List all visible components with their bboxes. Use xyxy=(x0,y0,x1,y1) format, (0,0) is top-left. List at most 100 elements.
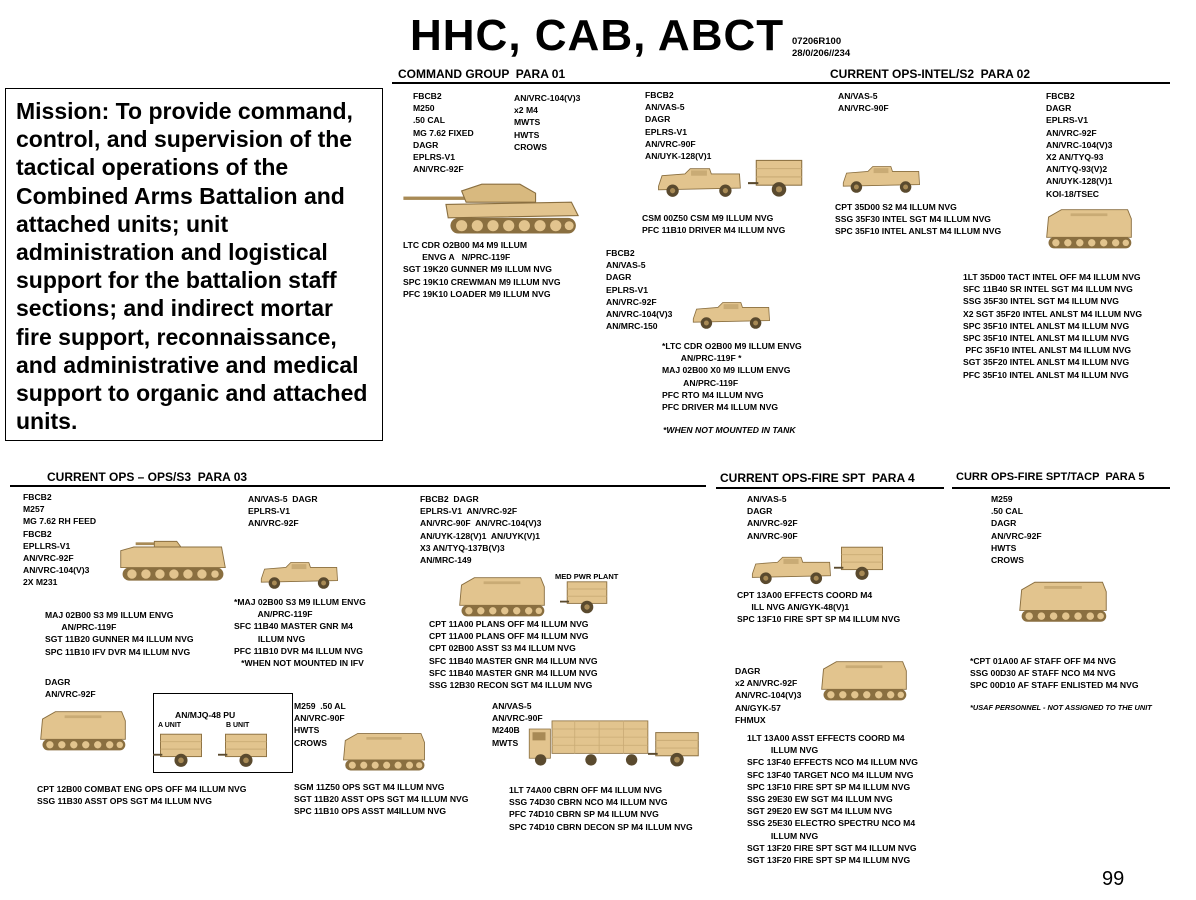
section-header-para01: COMMAND GROUP PARA 01 xyxy=(398,67,566,81)
text-line: DAGR xyxy=(735,666,761,676)
text-line: AN/VRC-92F xyxy=(991,530,1042,541)
tracked-vehicle-icon xyxy=(1043,205,1135,253)
section-header-para04: CURRENT OPS-FIRE SPT PARA 4 xyxy=(720,471,915,485)
section-header-para02: CURRENT OPS-INTEL/S2 PARA 02 xyxy=(830,67,1031,81)
generator-box xyxy=(153,693,293,773)
text-line: AN/VRC-90F xyxy=(747,530,798,541)
text-line: AN/MRC-150 xyxy=(606,321,658,332)
text-line: CSM 00Z50 CSM M9 ILLUM NVG xyxy=(642,213,774,223)
section-header-para03: CURRENT OPS – OPS/S3 PARA 03 xyxy=(47,470,248,484)
text-line: DAGR xyxy=(1046,103,1072,114)
text-line: AN/VRC-90F xyxy=(645,138,696,149)
section-divider xyxy=(716,487,944,489)
text-line: AN/PRC-119F xyxy=(662,377,739,388)
text-line: AN/VAS-5 DAGR xyxy=(248,494,318,504)
text-line: X3 AN/TYQ-137B(V)3 xyxy=(420,542,505,553)
text-line: M259 xyxy=(991,494,1013,504)
text-line: HWTS xyxy=(514,129,540,140)
text-line: SPC 35F10 INTEL ANLST M4 ILLUM NVG xyxy=(963,320,1130,331)
text-line: SFC 11B40 MASTER GNR M4 ILLUM NVG xyxy=(429,667,598,678)
text-line: SPC 74D10 CBRN DECON SP M4 ILLUM NVG xyxy=(509,821,693,832)
doc-code: 07206R100 xyxy=(792,36,842,47)
text-line: SPC 11B10 IFV DVR M4 ILLUM NVG xyxy=(45,646,191,657)
generator-trailer-icon xyxy=(560,580,614,616)
text-line: EPLLRS-V1 xyxy=(23,540,71,551)
text-line: AN/VAS-5 xyxy=(606,260,646,271)
text-line: MG 7.62 RH FEED xyxy=(23,516,97,527)
text-line: 1LT 74A00 CBRN OFF M4 ILLUM NVG xyxy=(509,785,663,795)
text-line: DAGR xyxy=(606,272,632,283)
text-line: AN/PRC-119F xyxy=(45,622,117,633)
text-line: AN/VAS-5 xyxy=(838,91,878,101)
text-line: ILLUM NVG xyxy=(747,830,819,841)
text-line: SSG 35F30 INTEL SGT M4 ILLUM NVG xyxy=(835,214,991,225)
cargo-truck-icon xyxy=(526,712,656,772)
text-line: SFC 11B40 MASTER GNR M4 xyxy=(234,621,353,632)
text-line: SSG 74D30 CBRN NCO M4 ILLUM NVG xyxy=(509,797,668,808)
text-line: SFC 11B40 SR INTEL SGT M4 ILLUM NVG xyxy=(963,284,1133,295)
humvee-icon xyxy=(655,163,743,199)
text-line: CPT 11A00 PLANS OFF M4 ILLUM NVG xyxy=(429,631,589,642)
text-line: *WHEN NOT MOUNTED IN IFV xyxy=(234,658,364,669)
text-line: AN/TYQ-93(V)2 xyxy=(1046,164,1108,175)
text-line: PFC RTO M4 ILLUM NVG xyxy=(662,389,764,400)
text-line: *MAJ 02B00 S3 M9 ILLUM ENVG xyxy=(234,597,366,607)
text-line: AN/UYK-128(V)1 AN/UYK(V)1 xyxy=(420,530,541,541)
generator-trailer-icon xyxy=(218,732,274,770)
fs-crew-list-2: 1LT 13A00 ASST EFFECTS COORD M4 ILLUM NV… xyxy=(747,732,918,866)
tracked-vehicle-icon xyxy=(336,730,432,774)
section-header-para05: CURR OPS-FIRE SPT/TACP PARA 5 xyxy=(956,471,1145,483)
text-line: PFC 11B10 DRIVER M4 ILLUM NVG xyxy=(642,225,786,236)
text-line: SGT 29E20 EW SGT M4 ILLUM NVG xyxy=(747,806,893,817)
text-line: AN/UYK-128(V)1 xyxy=(1046,176,1113,187)
text-line: AN/VRC-92F xyxy=(23,553,74,564)
text-line: EPLRS-V1 xyxy=(606,284,649,295)
trailer-icon xyxy=(748,158,810,200)
text-line: ILL NVG AN/GYK-48(V)1 xyxy=(737,602,850,613)
text-line: MWTS xyxy=(492,737,519,748)
text-line: PFC 74D10 CBRN SP M4 ILLUM NVG xyxy=(509,809,659,820)
generator-label: AN/MJQ-48 PU xyxy=(175,710,236,720)
text-line: 1LT 13A00 ASST EFFECTS COORD M4 xyxy=(747,733,905,743)
text-line: SPC 13F10 FIRE SPT SP M4 ILLUM NVG xyxy=(737,614,901,625)
section-divider xyxy=(10,485,706,487)
tracked-vehicle-icon xyxy=(818,658,910,704)
tank-icon xyxy=(403,182,583,238)
text-line: AN/VRC-92F xyxy=(413,164,464,175)
tracked-vehicle-icon xyxy=(1016,578,1110,626)
text-line: AN/VAS-5 xyxy=(747,494,787,504)
cg-tank-crew-list: LTC CDR O2B00 M4 M9 ILLUM ENVG A N/PRC-1… xyxy=(403,239,561,300)
text-line: 2X M231 xyxy=(23,577,58,588)
text-line: FBCB2 xyxy=(23,492,52,502)
text-line: ILLUM NVG xyxy=(747,745,819,756)
fs-crew-list-1: CPT 13A00 EFFECTS COORD M4 ILL NVG AN/GY… xyxy=(737,589,900,626)
text-line: CPT 11A00 PLANS OFF M4 ILLUM NVG xyxy=(429,619,589,629)
text-line: AN/VAS-5 xyxy=(645,102,685,113)
tracked-vehicle-icon xyxy=(37,708,129,754)
text-line: EPLRS-V1 xyxy=(1046,115,1089,126)
text-line: SSG 11B30 ASST OPS SGT M4 ILLUM NVG xyxy=(37,796,212,807)
text-line: KOI-18/TSEC xyxy=(1046,188,1100,199)
text-line: x2 M4 xyxy=(514,105,538,116)
text-line: SGT 35F20 INTEL ANLST M4 ILLUM NVG xyxy=(963,357,1130,368)
text-line: FBCB2 xyxy=(645,90,674,100)
text-line: CPT 02B00 ASST S3 M4 ILLUM NVG xyxy=(429,643,576,654)
text-line: HWTS xyxy=(991,542,1017,553)
page-title: HHC, CAB, ABCT xyxy=(410,11,785,60)
trailer-icon xyxy=(834,544,890,584)
text-line: SSG 35F30 INTEL SGT M4 ILLUM NVG xyxy=(963,296,1119,307)
text-line: AN/VRC-92F xyxy=(606,296,657,307)
text-line: AN/MRC-149 xyxy=(420,555,472,566)
text-line: *CPT 01A00 AF STAFF OFF M4 NVG xyxy=(970,656,1117,666)
text-line: FBCB2 DAGR xyxy=(420,494,479,504)
text-line: SPC 19K10 CREWMAN M9 ILLUM NVG xyxy=(403,276,561,287)
